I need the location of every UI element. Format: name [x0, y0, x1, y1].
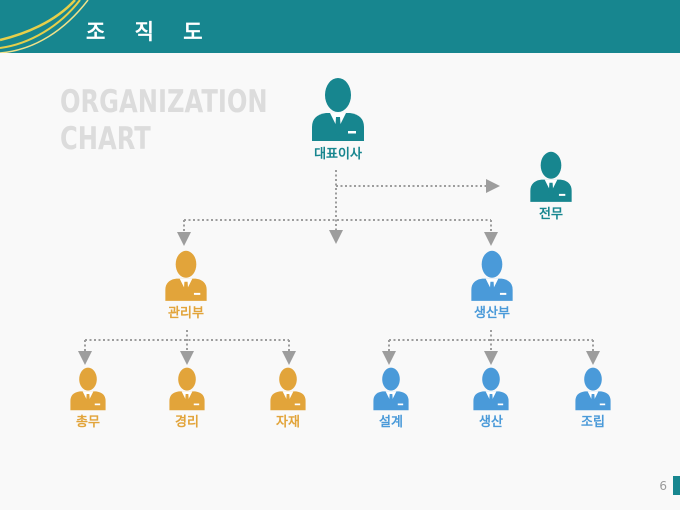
person-icon [575, 367, 611, 411]
chart-subtitle: ORGANIZATION CHART [60, 84, 268, 158]
person-icon [169, 367, 205, 411]
person-icon [373, 367, 409, 411]
node-label-design: 설계 [379, 415, 403, 430]
node-label-materials: 자재 [276, 415, 300, 430]
node-ceo: 대표이사 [298, 77, 378, 163]
node-label-general-affairs: 총무 [76, 415, 100, 430]
page-accent-bar [673, 476, 680, 495]
node-label-executive-director: 전무 [539, 207, 563, 222]
node-management-dept: 관리부 [146, 250, 226, 322]
person-icon [473, 367, 509, 411]
node-executive-director: 전무 [511, 151, 591, 223]
header-bar: 조 직 도 [0, 0, 680, 53]
node-assembly: 조립 [553, 367, 633, 431]
person-icon [530, 151, 572, 202]
page-title: 조 직 도 [86, 20, 214, 44]
person-icon [165, 250, 207, 301]
node-label-assembly: 조립 [581, 415, 605, 430]
node-accounting: 경리 [147, 367, 227, 431]
node-label-production: 생산 [479, 415, 503, 430]
person-icon [270, 367, 306, 411]
node-label-production-dept: 생산부 [474, 306, 510, 321]
subtitle-line-2: CHART [60, 121, 151, 157]
person-icon [312, 78, 364, 141]
subtitle-line-1: ORGANIZATION [60, 84, 268, 120]
node-general-affairs: 총무 [48, 367, 128, 431]
decorative-curves [0, 0, 89, 53]
node-label-accounting: 경리 [175, 415, 199, 430]
person-icon [471, 250, 513, 301]
node-design: 설계 [351, 367, 431, 431]
node-label-ceo: 대표이사 [314, 147, 362, 162]
page-number: 6 [659, 479, 667, 493]
node-materials: 자재 [248, 367, 328, 431]
node-production: 생산 [451, 367, 531, 431]
person-icon [70, 367, 106, 411]
node-production-dept: 생산부 [452, 250, 532, 322]
node-label-management-dept: 관리부 [168, 306, 204, 321]
